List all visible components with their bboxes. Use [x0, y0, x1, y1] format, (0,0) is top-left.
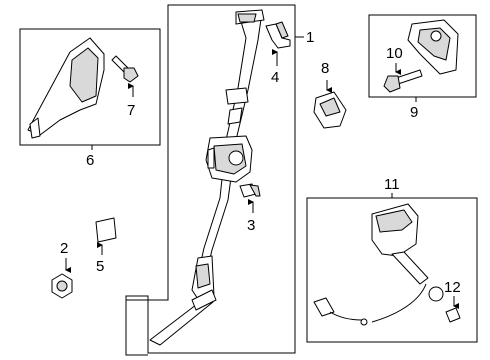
- callout-2: 2: [60, 240, 68, 257]
- callout-10: 10: [386, 45, 403, 62]
- nut-part-2: [51, 273, 73, 299]
- callout-6: 6: [86, 152, 94, 169]
- retractor-assembly-box: [125, 4, 296, 354]
- callout-7: 7: [127, 102, 135, 119]
- adjuster-part-8: [313, 91, 347, 129]
- cover-part-5: [95, 217, 117, 243]
- callout-1: 1: [306, 29, 314, 46]
- trim-cover-part-6: [27, 37, 105, 139]
- bracket-box-9: [368, 14, 477, 98]
- callout-9: 9: [410, 104, 418, 121]
- callout-5: 5: [96, 258, 104, 275]
- bolt-part-7: [111, 55, 139, 83]
- pin-part-4: [265, 21, 291, 49]
- callout-12: 12: [444, 279, 461, 296]
- trim-box-6: [19, 28, 161, 146]
- bolt-part-3: [239, 183, 261, 198]
- callout-11: 11: [384, 176, 400, 193]
- lower-anchor-bar: [149, 255, 217, 346]
- retractor-mechanism: [205, 135, 253, 183]
- callout-3: 3: [247, 217, 255, 234]
- bolt-part-10: [383, 69, 423, 93]
- callout-4: 4: [271, 69, 279, 86]
- bolt-part-12: [445, 307, 461, 323]
- callout-8: 8: [321, 60, 329, 77]
- bracket-part-9: [407, 19, 459, 75]
- buckle-part-11: [313, 203, 444, 326]
